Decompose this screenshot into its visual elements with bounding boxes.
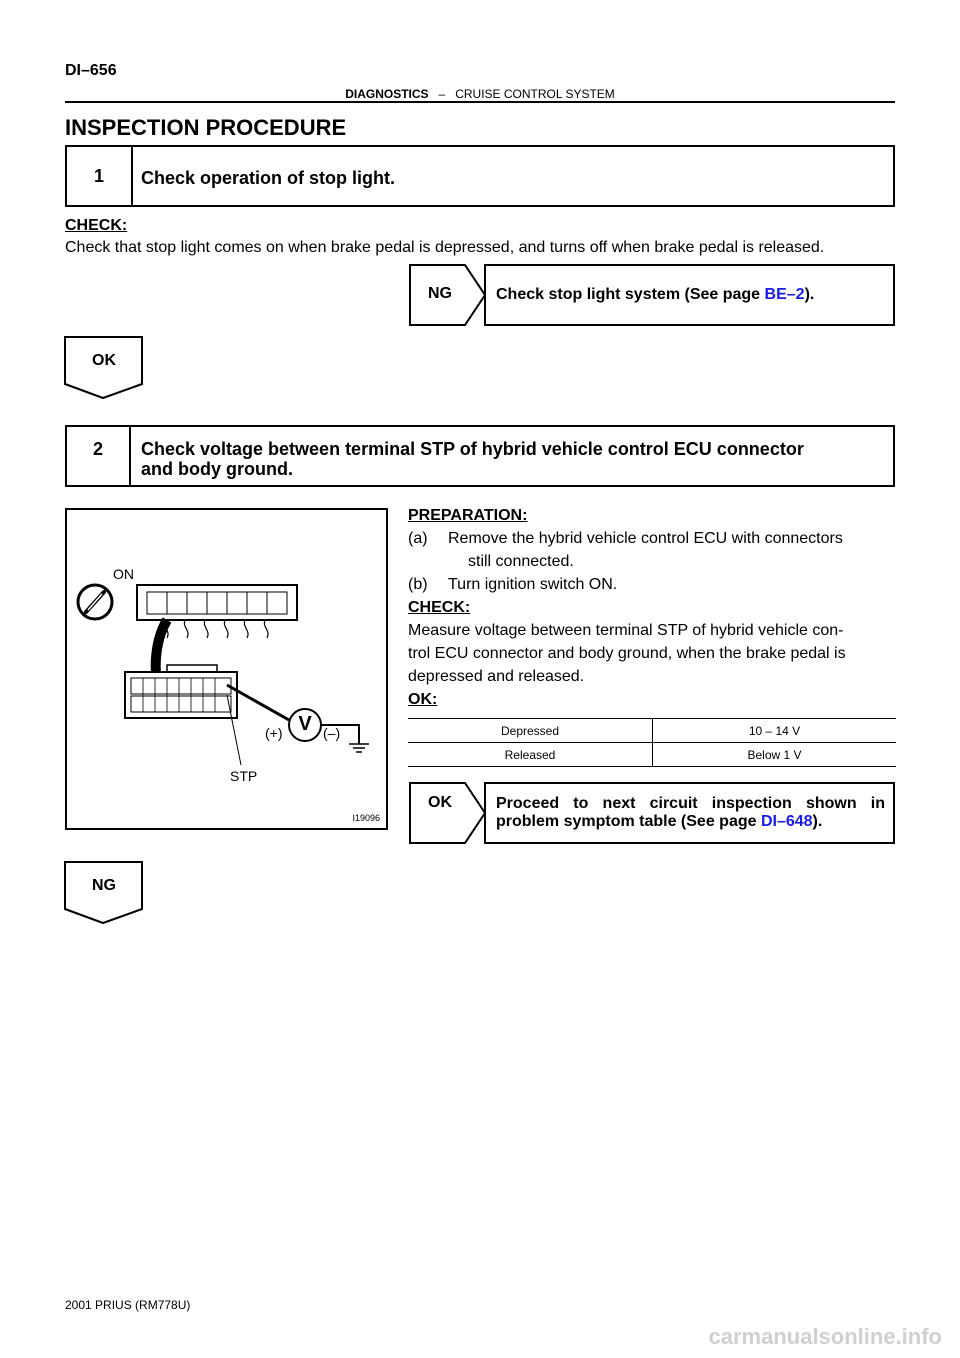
figure-id: I19096 [352, 813, 380, 823]
ecu-unit [136, 584, 298, 621]
step-1-number: 1 [67, 147, 133, 205]
step-1-ok-label: OK [92, 352, 116, 369]
step-2-ng-label: NG [92, 877, 116, 894]
watermark: carmanualsonline.info [708, 1324, 943, 1349]
plus-probe-label: (+) [265, 725, 283, 741]
step-2-number: 2 [67, 427, 131, 485]
step-2-ng-arrow [64, 861, 143, 925]
ignition-key-icon [76, 583, 114, 621]
step-1-ng-link[interactable]: BE–2 [764, 286, 805, 303]
step-2-ok-chevron [409, 782, 487, 844]
footer-model: 2001 PRIUS (RM778U) [65, 1298, 191, 1312]
step-2-box: 2 Check voltage between terminal STP of … [65, 425, 895, 487]
step-1-title: Check operation of stop light. [141, 168, 396, 188]
minus-probe-label: (–) [323, 725, 341, 741]
header-section: DIAGNOSTICS [345, 87, 429, 101]
header-separator: – [438, 87, 446, 101]
table-row: Released Below 1 V [408, 742, 896, 767]
table-cell-condition: Released [408, 742, 653, 767]
step-2-title: Check voltage between terminal STP of hy… [141, 439, 804, 479]
step-2-check-label: CHECK: [408, 599, 471, 616]
step-1-ok-arrow [64, 336, 143, 400]
step-1-ng-chevron [409, 264, 487, 326]
step-1-box: 1 Check operation of stop light. [65, 145, 895, 207]
ecu-connector [124, 664, 238, 719]
header-subsection: CRUISE CONTROL SYSTEM [455, 87, 615, 101]
connector-diagram: ON V (+) (–) STP I19096 [65, 508, 388, 830]
running-header: DIAGNOSTICS–CRUISE CONTROL SYSTEM [0, 87, 960, 101]
meter-symbol: V [298, 713, 312, 735]
harness-wires [163, 619, 269, 639]
table-cell-value: Below 1 V [652, 742, 896, 767]
page-id: DI–656 [65, 62, 117, 79]
prep-item-a-continued: still connected. [468, 553, 574, 570]
preparation-label: PREPARATION: [408, 507, 528, 524]
stp-terminal-label: STP [230, 768, 258, 784]
table-cell-condition: Depressed [408, 718, 653, 743]
probe-lead [226, 683, 290, 722]
table-row: Depressed 10 – 14 V [408, 718, 896, 743]
ground-icon [321, 724, 369, 753]
step-1-check-label: CHECK: [65, 217, 128, 234]
step-2-ok-link[interactable]: DI–648 [760, 813, 813, 830]
step-1-ng-label: NG [428, 285, 452, 302]
stp-leader-line [226, 694, 242, 766]
step-2-check-line-1: Measure voltage between terminal STP of … [408, 622, 844, 639]
voltage-spec-table: Depressed 10 – 14 V Released Below 1 V [408, 718, 896, 767]
connector-diagram-svg [76, 583, 369, 766]
header-rule [65, 101, 895, 103]
step-1-ng-result: Check stop light system (See page BE–2). [484, 264, 895, 326]
ignition-label: ON [113, 566, 134, 582]
step-1-check-text: Check that stop light comes on when brak… [65, 239, 825, 256]
step-2-ok-result-label: OK [428, 794, 452, 811]
prep-item-b: (b) Turn ignition switch ON. [408, 576, 618, 593]
step-2-ok-label: OK: [408, 691, 438, 708]
section-title: INSPECTION PROCEDURE [65, 115, 347, 140]
prep-item-a: (a) Remove the hybrid vehicle control EC… [408, 530, 843, 547]
step-2-details: PREPARATION: (a) Remove the hybrid vehic… [408, 504, 896, 711]
table-cell-value: 10 – 14 V [652, 718, 896, 743]
step-2-ok-result: Proceed to next circuit inspection shown… [484, 782, 895, 844]
step-2-check-line-2: trol ECU connector and body ground, when… [408, 645, 846, 662]
step-2-check-line-3: depressed and released. [408, 668, 585, 685]
